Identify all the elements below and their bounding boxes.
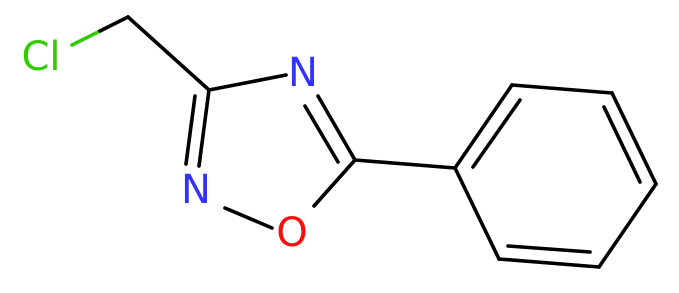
bond-cl-ch2-cl-part xyxy=(70,29,102,47)
bond-n4-c5-inner xyxy=(303,104,340,164)
bond-o1-n2 xyxy=(223,206,274,230)
atom-o1: O xyxy=(276,210,307,256)
phenyl-bond-3-inner xyxy=(602,105,642,184)
phenyl-bond-4 xyxy=(597,182,658,269)
bond-c3-n4 xyxy=(207,73,288,92)
bond-n4-c5-outer xyxy=(316,94,357,162)
bond-c5-phenyl xyxy=(353,158,457,170)
phenyl-bond-6 xyxy=(453,166,501,261)
bond-ch2-c3 xyxy=(126,15,211,92)
atom-n4: N xyxy=(288,50,318,96)
phenyl-bond-1 xyxy=(453,83,514,170)
atom-n2: N xyxy=(181,167,211,213)
bond-cl-ch2-c-part xyxy=(98,15,130,33)
phenyl-bond-5-inner xyxy=(506,244,592,254)
bonds xyxy=(70,15,658,269)
atom-labels: Cl N N O xyxy=(21,34,317,256)
phenyl-bond-5 xyxy=(497,257,601,269)
phenyl-bond-2 xyxy=(510,83,614,95)
bond-n2-c3-inner xyxy=(184,94,197,166)
bond-c5-o1 xyxy=(312,158,357,208)
bond-n2-c3-outer xyxy=(197,88,211,168)
phenyl-bond-3 xyxy=(610,91,658,186)
atom-cl: Cl xyxy=(21,34,60,80)
phenyl-bond-1-inner xyxy=(471,98,522,169)
